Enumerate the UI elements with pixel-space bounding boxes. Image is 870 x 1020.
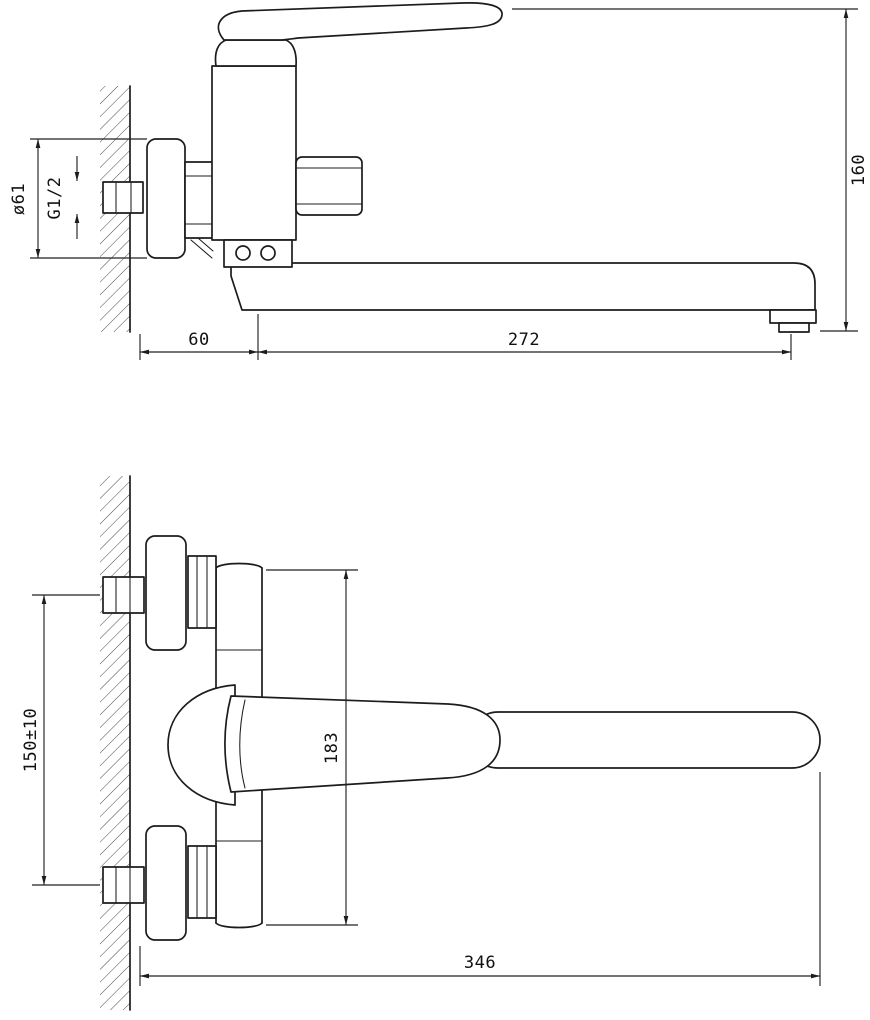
- dim-label-wall-offset: 60: [188, 330, 209, 350]
- valve-detail-line: [197, 237, 214, 252]
- escutcheon-plate-bottom: [145, 825, 187, 941]
- aerator-housing: [769, 309, 817, 324]
- valve-detail-line: [190, 239, 213, 259]
- dim-label-height: 160: [849, 154, 869, 186]
- connection-nut-side: [184, 161, 214, 239]
- plan-view-dimensions: 150±10 183 346: [21, 569, 821, 986]
- dim-label-spout-reach: 272: [508, 330, 540, 350]
- connection-nut-top: [187, 555, 217, 629]
- side-view: [100, 2, 817, 333]
- spout-collar-hole: [235, 245, 251, 261]
- connection-nut-bottom: [187, 845, 217, 919]
- body-end-cap: [215, 562, 263, 569]
- dim-label-total-reach: 346: [464, 953, 496, 973]
- escutcheon-plate-top: [145, 535, 187, 651]
- wall-hatching-plan: [100, 476, 130, 1010]
- diverter-knob: [295, 156, 363, 216]
- spout-plan: [469, 711, 821, 769]
- body-end-cap: [215, 922, 263, 929]
- escutcheon-plate-side: [146, 138, 186, 259]
- handle-lever-plan: [224, 695, 501, 793]
- spout-collar-hole: [260, 245, 276, 261]
- plan-view: [100, 475, 821, 1011]
- aerator-screen: [778, 322, 810, 333]
- dim-label-body-length: 183: [322, 732, 342, 764]
- body-dome: [167, 684, 236, 806]
- supply-nut-side: [102, 181, 144, 214]
- faucet-body-side: [211, 65, 297, 241]
- spout-side: [230, 262, 816, 311]
- handle-seam-line: [239, 699, 246, 789]
- dim-label-diameter: ø61: [9, 183, 29, 215]
- supply-nut-bottom: [102, 866, 145, 904]
- handle-lever-side: [217, 2, 503, 41]
- supply-nut-top: [102, 576, 145, 614]
- dim-label-connection-spacing: 150±10: [21, 708, 41, 772]
- side-view-dimensions: ø61 G1/2 160 60 272: [9, 8, 869, 360]
- handle-cap-side: [214, 39, 297, 67]
- spout-collar: [223, 239, 293, 268]
- dim-label-thread: G1/2: [45, 177, 65, 220]
